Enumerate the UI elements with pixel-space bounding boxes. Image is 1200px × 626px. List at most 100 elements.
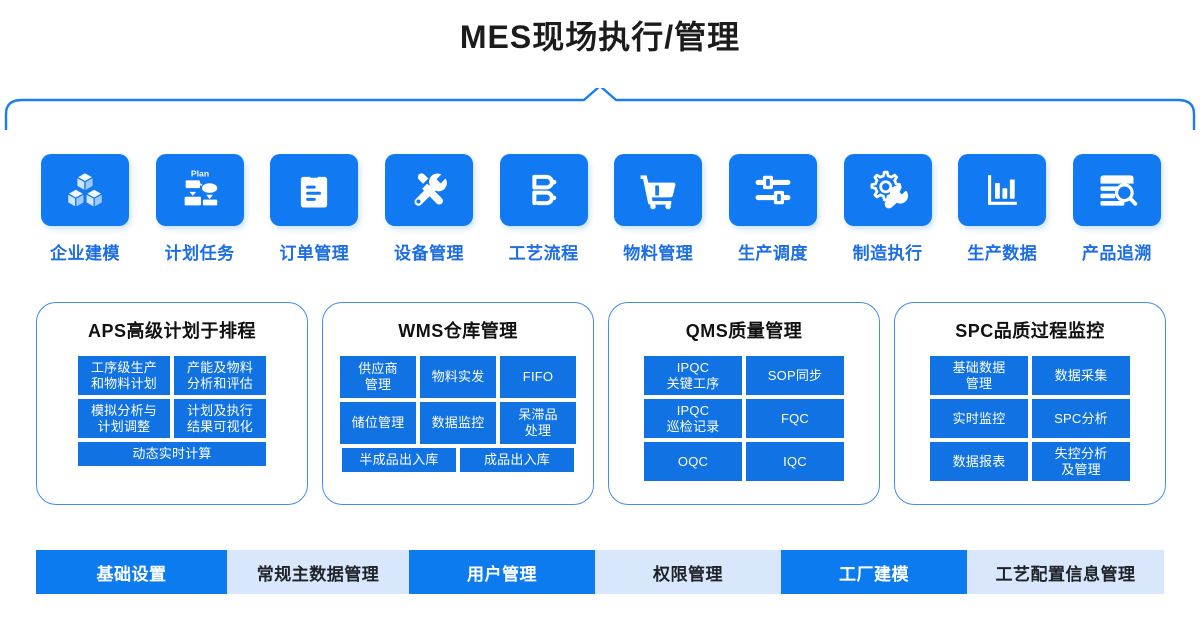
module-item-shengchandiaodu[interactable]: 生产调度: [726, 154, 820, 264]
page-title: MES现场执行/管理: [459, 19, 741, 55]
card-title: SPC品质过程监控: [955, 321, 1105, 341]
card-title: WMS仓库管理: [398, 321, 518, 341]
module-item-jihuarenwu[interactable]: Plan 计划任务: [153, 154, 247, 264]
chip[interactable]: SPC分析: [1032, 399, 1130, 438]
chip[interactable]: 数据监控: [420, 402, 496, 444]
chip[interactable]: 基础数据管理: [930, 356, 1028, 395]
module-label: 物料管理: [623, 244, 694, 263]
chip-line: 关键工序: [666, 375, 720, 391]
module-item-gongyiliucheng[interactable]: 工艺流程: [497, 154, 591, 264]
clipboard-icon: [293, 169, 335, 211]
module-icon-tile[interactable]: [499, 154, 588, 226]
module-label: 制造执行: [852, 244, 923, 263]
module-item-qiyejianmo[interactable]: 企业建模: [38, 154, 132, 264]
chip[interactable]: 动态实时计算: [78, 442, 266, 466]
gear-wrench-icon: [866, 168, 910, 212]
module-icon-tile[interactable]: [270, 154, 359, 226]
chip[interactable]: 半成品出入库: [342, 448, 456, 472]
module-item-shengchanshuju[interactable]: 生产数据: [955, 154, 1049, 264]
chip[interactable]: SOP同步: [746, 356, 844, 395]
module-item-chanpinzhuisu[interactable]: 产品追溯: [1070, 154, 1164, 264]
module-label: 生产调度: [737, 244, 808, 263]
bottom-bar-item-gongchangjianmo[interactable]: 工厂建模: [781, 550, 967, 594]
chip-line: 失控分析: [1054, 445, 1108, 461]
card-aps: APS高级计划于排程 工序级生产和物料计划 产能及物料分析和评估 模拟分析与计划…: [36, 302, 308, 505]
module-label: 设备管理: [393, 244, 464, 263]
cubes-icon: [63, 168, 107, 212]
chip-line: 产能及物料: [186, 359, 253, 375]
module-icon-tile[interactable]: [384, 154, 473, 226]
module-label: 订单管理: [279, 244, 350, 263]
chip-line: 结果可视化: [186, 418, 253, 434]
document-search-icon: [1095, 168, 1139, 212]
card-spc: SPC品质过程监控 基础数据管理 数据采集 实时监控 SPC分析 数据报表 失控…: [894, 302, 1166, 505]
process-flow-icon: [523, 169, 565, 211]
chip[interactable]: IQC: [746, 442, 844, 481]
chip[interactable]: 数据报表: [930, 442, 1028, 481]
module-icon-tile[interactable]: Plan: [155, 154, 244, 226]
module-item-wuliaoguanli[interactable]: 物料管理: [611, 154, 705, 264]
bottom-bar-item-quanxianguanli[interactable]: 权限管理: [595, 550, 781, 594]
chip[interactable]: 模拟分析与计划调整: [78, 399, 170, 438]
chip-line: 巡检记录: [666, 418, 720, 434]
card-wms: WMS仓库管理 供应商管理 物料实发 FIFO 储位管理 数据监控 呆滞品处理 …: [322, 302, 594, 505]
chip-line: 和物料计划: [90, 375, 157, 391]
plan-flowchart-icon: Plan: [177, 167, 223, 213]
chip[interactable]: 成品出入库: [460, 448, 574, 472]
chip[interactable]: OQC: [644, 442, 742, 481]
chip-line: 模拟分析与: [90, 402, 157, 418]
wrench-screwdriver-icon: [407, 168, 451, 212]
chip-line: 计划及执行: [186, 402, 253, 418]
module-icon-tile[interactable]: [41, 154, 129, 226]
chip-line: 呆滞品: [518, 407, 558, 422]
chip[interactable]: 供应商管理: [340, 356, 416, 398]
bar-chart-icon: [981, 169, 1023, 211]
bottom-bar: 基础设置 常规主数据管理 用户管理 权限管理 工厂建模 工艺配置信息管理: [36, 550, 1164, 594]
chip-line: 基础数据: [952, 359, 1006, 375]
card-title: APS高级计划于排程: [87, 321, 256, 341]
module-icon-tile[interactable]: [1072, 154, 1161, 226]
chip[interactable]: 工序级生产和物料计划: [78, 356, 170, 395]
module-cards-row: APS高级计划于排程 工序级生产和物料计划 产能及物料分析和评估 模拟分析与计划…: [36, 302, 1166, 505]
bottom-bar-item-yonghuguanli[interactable]: 用户管理: [409, 550, 595, 594]
chip[interactable]: 产能及物料分析和评估: [174, 356, 266, 395]
bottom-bar-item-jichushezhi[interactable]: 基础设置: [36, 550, 227, 594]
module-item-dingdanguanli[interactable]: 订单管理: [267, 154, 361, 264]
module-icon-tile[interactable]: [728, 154, 817, 226]
shopping-cart-icon: [636, 168, 680, 212]
chip-grid: 基础数据管理 数据采集 实时监控 SPC分析 数据报表 失控分析及管理: [911, 356, 1149, 481]
chip-grid: 供应商管理 物料实发 FIFO 储位管理 数据监控 呆滞品处理 半成品出入库 成…: [339, 356, 577, 472]
module-label: 计划任务: [164, 244, 235, 263]
chip-line: IPQC: [676, 359, 710, 375]
chip-line: 计划调整: [97, 418, 151, 434]
chip-line: 管理: [965, 375, 993, 391]
bottom-bar-item-gongyipeizhi[interactable]: 工艺配置信息管理: [967, 550, 1164, 594]
chip[interactable]: 失控分析及管理: [1032, 442, 1130, 481]
chip[interactable]: 物料实发: [420, 356, 496, 398]
module-icon-tile[interactable]: [958, 154, 1047, 226]
module-label: 产品追溯: [1081, 244, 1152, 263]
chip[interactable]: FQC: [746, 399, 844, 438]
bracket-decoration: [4, 88, 1196, 130]
chip[interactable]: 储位管理: [340, 402, 416, 444]
module-icon-tile[interactable]: [614, 154, 703, 226]
module-item-shebeiguanli[interactable]: 设备管理: [382, 154, 476, 264]
bottom-bar-item-changguizhushuju[interactable]: 常规主数据管理: [227, 550, 409, 594]
chip-line: 管理: [364, 377, 392, 392]
chip[interactable]: FIFO: [500, 356, 576, 398]
module-icon-tile[interactable]: [843, 154, 932, 226]
chip-line: 工序级生产: [90, 359, 157, 375]
chip-line: 处理: [524, 423, 552, 438]
chip-grid: 工序级生产和物料计划 产能及物料分析和评估 模拟分析与计划调整 计划及执行结果可…: [53, 356, 291, 466]
chip[interactable]: 计划及执行结果可视化: [174, 399, 266, 438]
module-item-zhizaozhixing[interactable]: 制造执行: [841, 154, 935, 264]
chip[interactable]: 实时监控: [930, 399, 1028, 438]
chip[interactable]: 数据采集: [1032, 356, 1130, 395]
chip[interactable]: 呆滞品处理: [500, 402, 576, 444]
chip-line: IPQC: [676, 402, 710, 418]
sliders-icon: [751, 168, 795, 212]
